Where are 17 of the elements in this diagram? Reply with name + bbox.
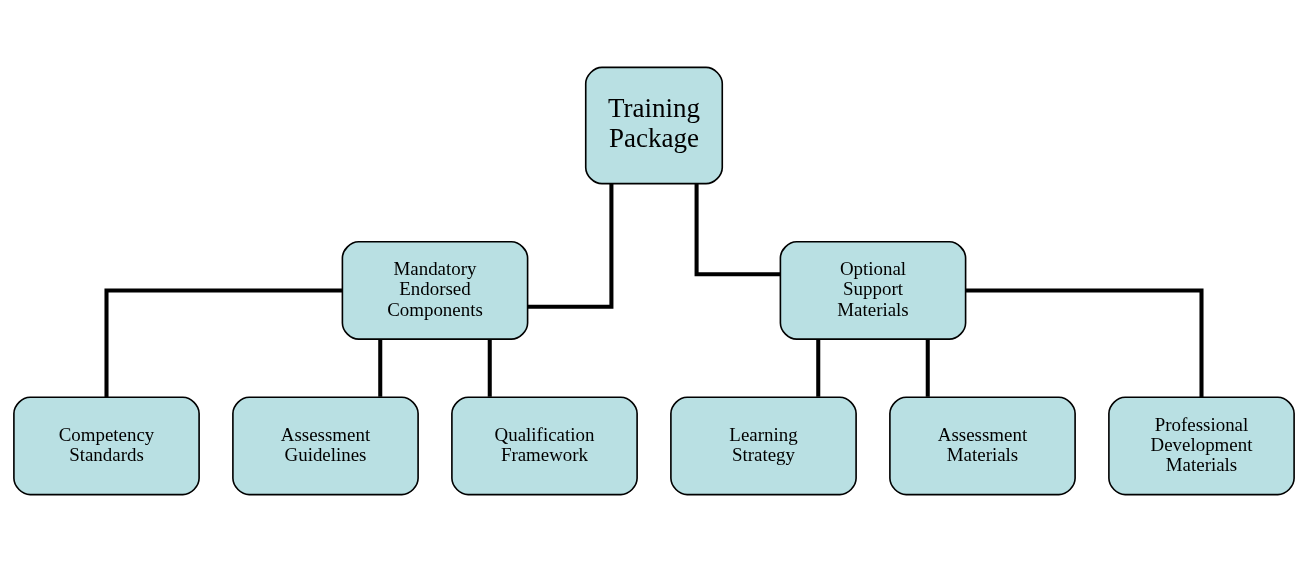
node-box: Competency Standards <box>13 395 200 495</box>
node-box: Training Package <box>584 66 724 184</box>
connector <box>965 287 1204 397</box>
connector <box>527 183 614 309</box>
connector <box>487 338 492 397</box>
connector <box>378 338 383 397</box>
node-box: Learning Strategy <box>670 395 857 495</box>
connector <box>816 338 821 397</box>
connector <box>925 338 930 397</box>
connector <box>104 287 343 397</box>
node-box: Assessment Guidelines <box>232 395 419 495</box>
node-box: Assessment Materials <box>889 395 1076 495</box>
node-box: Professional Development Materials <box>1108 395 1295 495</box>
node-box: Qualification Framework <box>451 395 638 495</box>
node-box: Optional Support Materials <box>779 240 967 340</box>
node-box: Mandatory Endorsed Components <box>341 240 529 340</box>
connector <box>694 183 781 276</box>
